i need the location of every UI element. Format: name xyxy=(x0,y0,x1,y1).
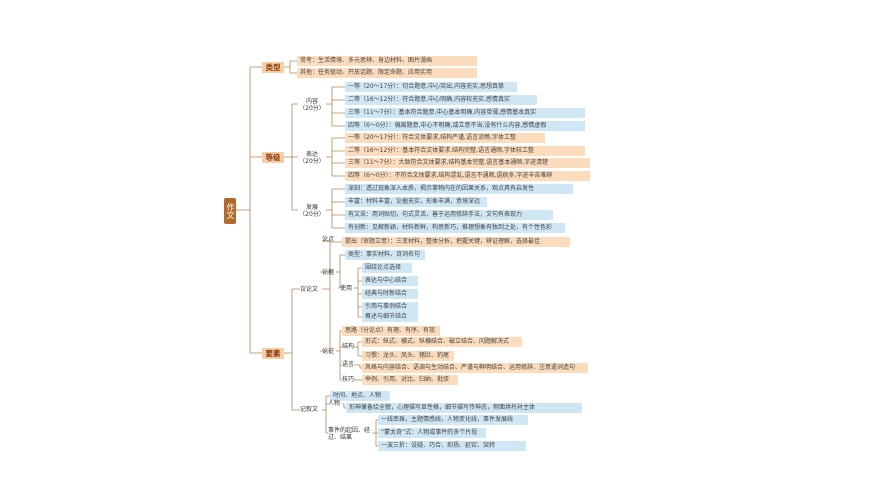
character-item: 形神兼备绘全貌，心理描写显性格，细节描写传神态，侧面烘托衬主体 xyxy=(346,403,582,413)
development-item-3: 有文采：用词贴切，句式灵活，善于运用修辞手法，文句有表现力 xyxy=(345,210,553,220)
evidence-use-label: 使用 xyxy=(340,285,353,292)
character-label: 人物 xyxy=(328,400,341,407)
types-item-1: 常考：生活情境、多元思辨、身边材料、图片漫画 xyxy=(297,56,477,66)
connector-event xyxy=(372,419,378,447)
content-item-3: 三等（11～7分）：基本符合题意,中心基本明确,内容单薄,感情基本真实 xyxy=(345,108,585,118)
expression-item-4: 四等（6～0分）：不符合文体要求,结构混乱,语言不通顺,语病多,字迹辛苦难辨 xyxy=(345,171,590,181)
content-label: 内容 xyxy=(305,98,318,105)
language-item: 风格与内容结合、语调与生动结合、严谨与鲜明结合、运用修辞、注意遣词造句 xyxy=(362,363,588,373)
language-label: 语言 xyxy=(342,361,355,368)
connector-expression xyxy=(326,137,345,177)
structure-item-1: 形式：纵式、横式、纵横结合、破立结合、问题解决式 xyxy=(362,337,522,347)
node-elements[interactable]: 要素 xyxy=(262,348,284,359)
use-item-1: 围绕论点选择 xyxy=(362,263,412,273)
grading-development-label: 发展 （20分） xyxy=(298,204,326,218)
connector-types xyxy=(284,60,297,74)
grading-content-label: 内容 （20分） xyxy=(298,98,326,112)
narrative-label: 记叙文 xyxy=(300,406,319,413)
connector-narrative xyxy=(322,395,330,434)
thesis-item: 提出（审题立意）：三变材料，整体分析，把握关键，辨证理解，选择最佳 xyxy=(342,237,570,247)
root-node[interactable]: 作文 xyxy=(224,198,236,224)
content-item-2: 二等（16～12分）：符合题意,中心明确,内容较充实,感情真实 xyxy=(345,95,537,105)
structure-label: 结构 xyxy=(342,343,355,350)
thesis-label: 论点 xyxy=(322,236,335,243)
development-item-2: 丰富：材料丰富，论据充实，形象丰满，意境深远 xyxy=(345,197,487,207)
argumentation-label: 论证 xyxy=(322,348,335,355)
use-item-3: 经典与时新结合 xyxy=(362,289,418,299)
connector-elements xyxy=(284,288,300,411)
development-score: （20分） xyxy=(299,211,325,218)
grading-expression-label: 表达 （20分） xyxy=(298,151,326,165)
connector-argumentation xyxy=(336,330,342,381)
content-item-1: 一等（20～17分）：切合题意,中心突出,内容充实,思想真挚 xyxy=(345,82,517,92)
content-item-4: 四等（6～0分）：偏离题意,中心不明确,或立意不当,没有什么内容,感情虚假 xyxy=(345,121,585,131)
argumentation-idea: 思路（分论点）有理、有序、有效 xyxy=(342,326,440,336)
argumentative-label: 议论文 xyxy=(300,286,319,293)
expression-item-2: 二等（16～12分）：基本符合文体要求,结构完整,语言通顺,字体较工整 xyxy=(345,146,585,156)
use-item-4: 引用与事例结合 xyxy=(362,302,418,312)
use-item-5: 概述与细节结合 xyxy=(362,312,418,322)
structure-item-2: 习惯：龙头、凤头、猪肚、豹尾 xyxy=(362,351,454,361)
event-label: 事件的起因、经过、结果 xyxy=(328,427,371,441)
development-item-1: 深刻：透过现象深入本质，揭示事物内在的因果关系，观点具有启发性 xyxy=(345,184,573,194)
event-item-2: “蒙太奇”式：人物或事件的多个片段 xyxy=(378,428,486,438)
event-item-1: 一线串珠，主题情感线，人物变化线，事件发展线 xyxy=(378,415,528,425)
connector-thesis xyxy=(322,240,342,243)
content-score: （20分） xyxy=(299,105,325,112)
node-types[interactable]: 类型 xyxy=(262,62,284,73)
development-item-4: 有创新：见解新颖，材料新鲜，构思新巧，推理想象有独到之处，有个性色彩 xyxy=(345,223,565,233)
expression-item-3: 三等（11～7分）：大致符合文体要求,结构基本完整,语言基本通顺,字迹清楚 xyxy=(345,158,590,168)
connector-use xyxy=(354,267,362,318)
skill-item: 举例、引用、对比、归纳、批驳 xyxy=(362,375,458,385)
node-grading[interactable]: 等级 xyxy=(262,152,284,163)
connector-content xyxy=(326,86,345,127)
use-item-2: 表达与中心结合 xyxy=(362,276,418,286)
expression-score: （20分） xyxy=(299,158,325,165)
narrative-basic: 时间、地点、人物 xyxy=(330,391,390,401)
expression-label: 表达 xyxy=(305,151,318,158)
connector-evidence xyxy=(336,254,345,289)
expression-item-1: 一等（20～17分）：符合文体要求,结构严谨,语言流畅,字体工整 xyxy=(345,133,545,143)
connector-character xyxy=(342,403,346,409)
types-item-2: 其他：任务驱动、开放话题、限定命题、应用实用 xyxy=(297,68,477,78)
evidence-types: 类型：事实材料、诗词名句 xyxy=(345,250,425,260)
connector-argumentative xyxy=(320,240,331,352)
connector-root xyxy=(236,66,262,354)
skill-label: 技巧 xyxy=(342,376,355,383)
connector-language xyxy=(354,364,362,369)
connector-development xyxy=(326,188,345,229)
evidence-label: 论据 xyxy=(322,269,335,276)
connector-structure xyxy=(354,341,362,357)
event-item-3: 一波三折：设疑、巧合、抑扬、延宕、突转 xyxy=(378,441,526,451)
connector-grading xyxy=(284,103,298,211)
development-label: 发展 xyxy=(305,204,318,211)
